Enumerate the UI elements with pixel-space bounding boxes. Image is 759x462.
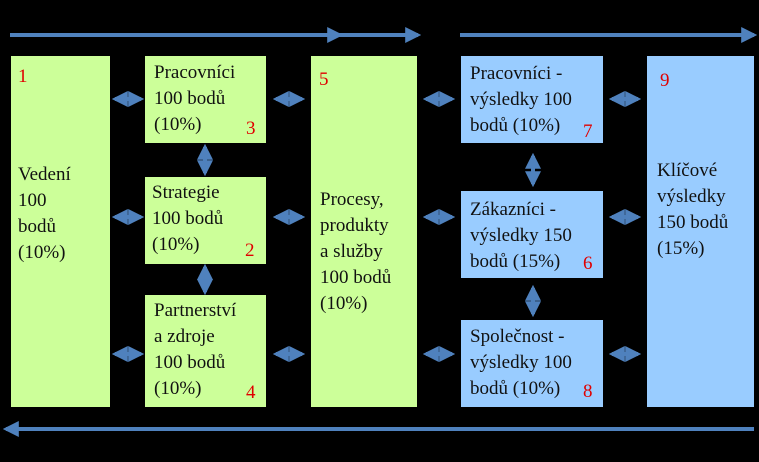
criterion-number: 2 [245,240,255,261]
box-label: Společnost - výsledky 100 bodů (10%) [470,326,572,399]
box-label: Strategie 100 bodů (10%) [152,182,224,255]
box-label: Pracovníci - výsledky 100 bodů (10%) [470,63,572,136]
criterion-number: 1 [18,66,28,87]
box-klicove-vysledky: 9 Klíčové výsledky 150 bodů (15%) [647,56,754,407]
box-spolecnost-vysledky: Společnost - výsledky 100 bodů (10%) 8 [461,320,603,407]
criterion-number: 7 [583,121,593,142]
box-pracovnici: Pracovníci 100 bodů (10%) 3 [145,56,266,143]
box-procesy: 5 Procesy, produkty a služby 100 bodů (1… [311,56,417,407]
criterion-number: 3 [246,118,256,139]
box-label: Partnerství a zdroje 100 bodů (10%) [154,300,237,399]
box-label: Zákazníci - výsledky 150 bodů (15%) [470,199,572,272]
criterion-number: 6 [583,253,593,274]
box-label: Procesy, produkty a služby 100 bodů (10%… [320,189,392,314]
criterion-number: 8 [583,381,593,402]
box-label: Klíčové výsledky 150 bodů (15%) [657,160,729,259]
criterion-number: 5 [319,69,329,90]
box-partnerstvi-a-zdroje: Partnerství a zdroje 100 bodů (10%) 4 [145,295,266,407]
box-vedeni: 1 Vedení 100 bodů (10%) [11,56,110,407]
criterion-number: 4 [246,382,256,403]
criterion-number: 9 [660,70,670,91]
box-zakaznici-vysledky: Zákazníci - výsledky 150 bodů (15%) 6 [461,191,603,278]
box-pracovnici-vysledky: Pracovníci - výsledky 100 bodů (10%) 7 [461,56,603,143]
box-strategie: Strategie 100 bodů (10%) 2 [145,177,266,264]
box-label: Vedení 100 bodů (10%) [18,164,71,263]
box-label: Pracovníci 100 bodů (10%) [154,62,236,135]
